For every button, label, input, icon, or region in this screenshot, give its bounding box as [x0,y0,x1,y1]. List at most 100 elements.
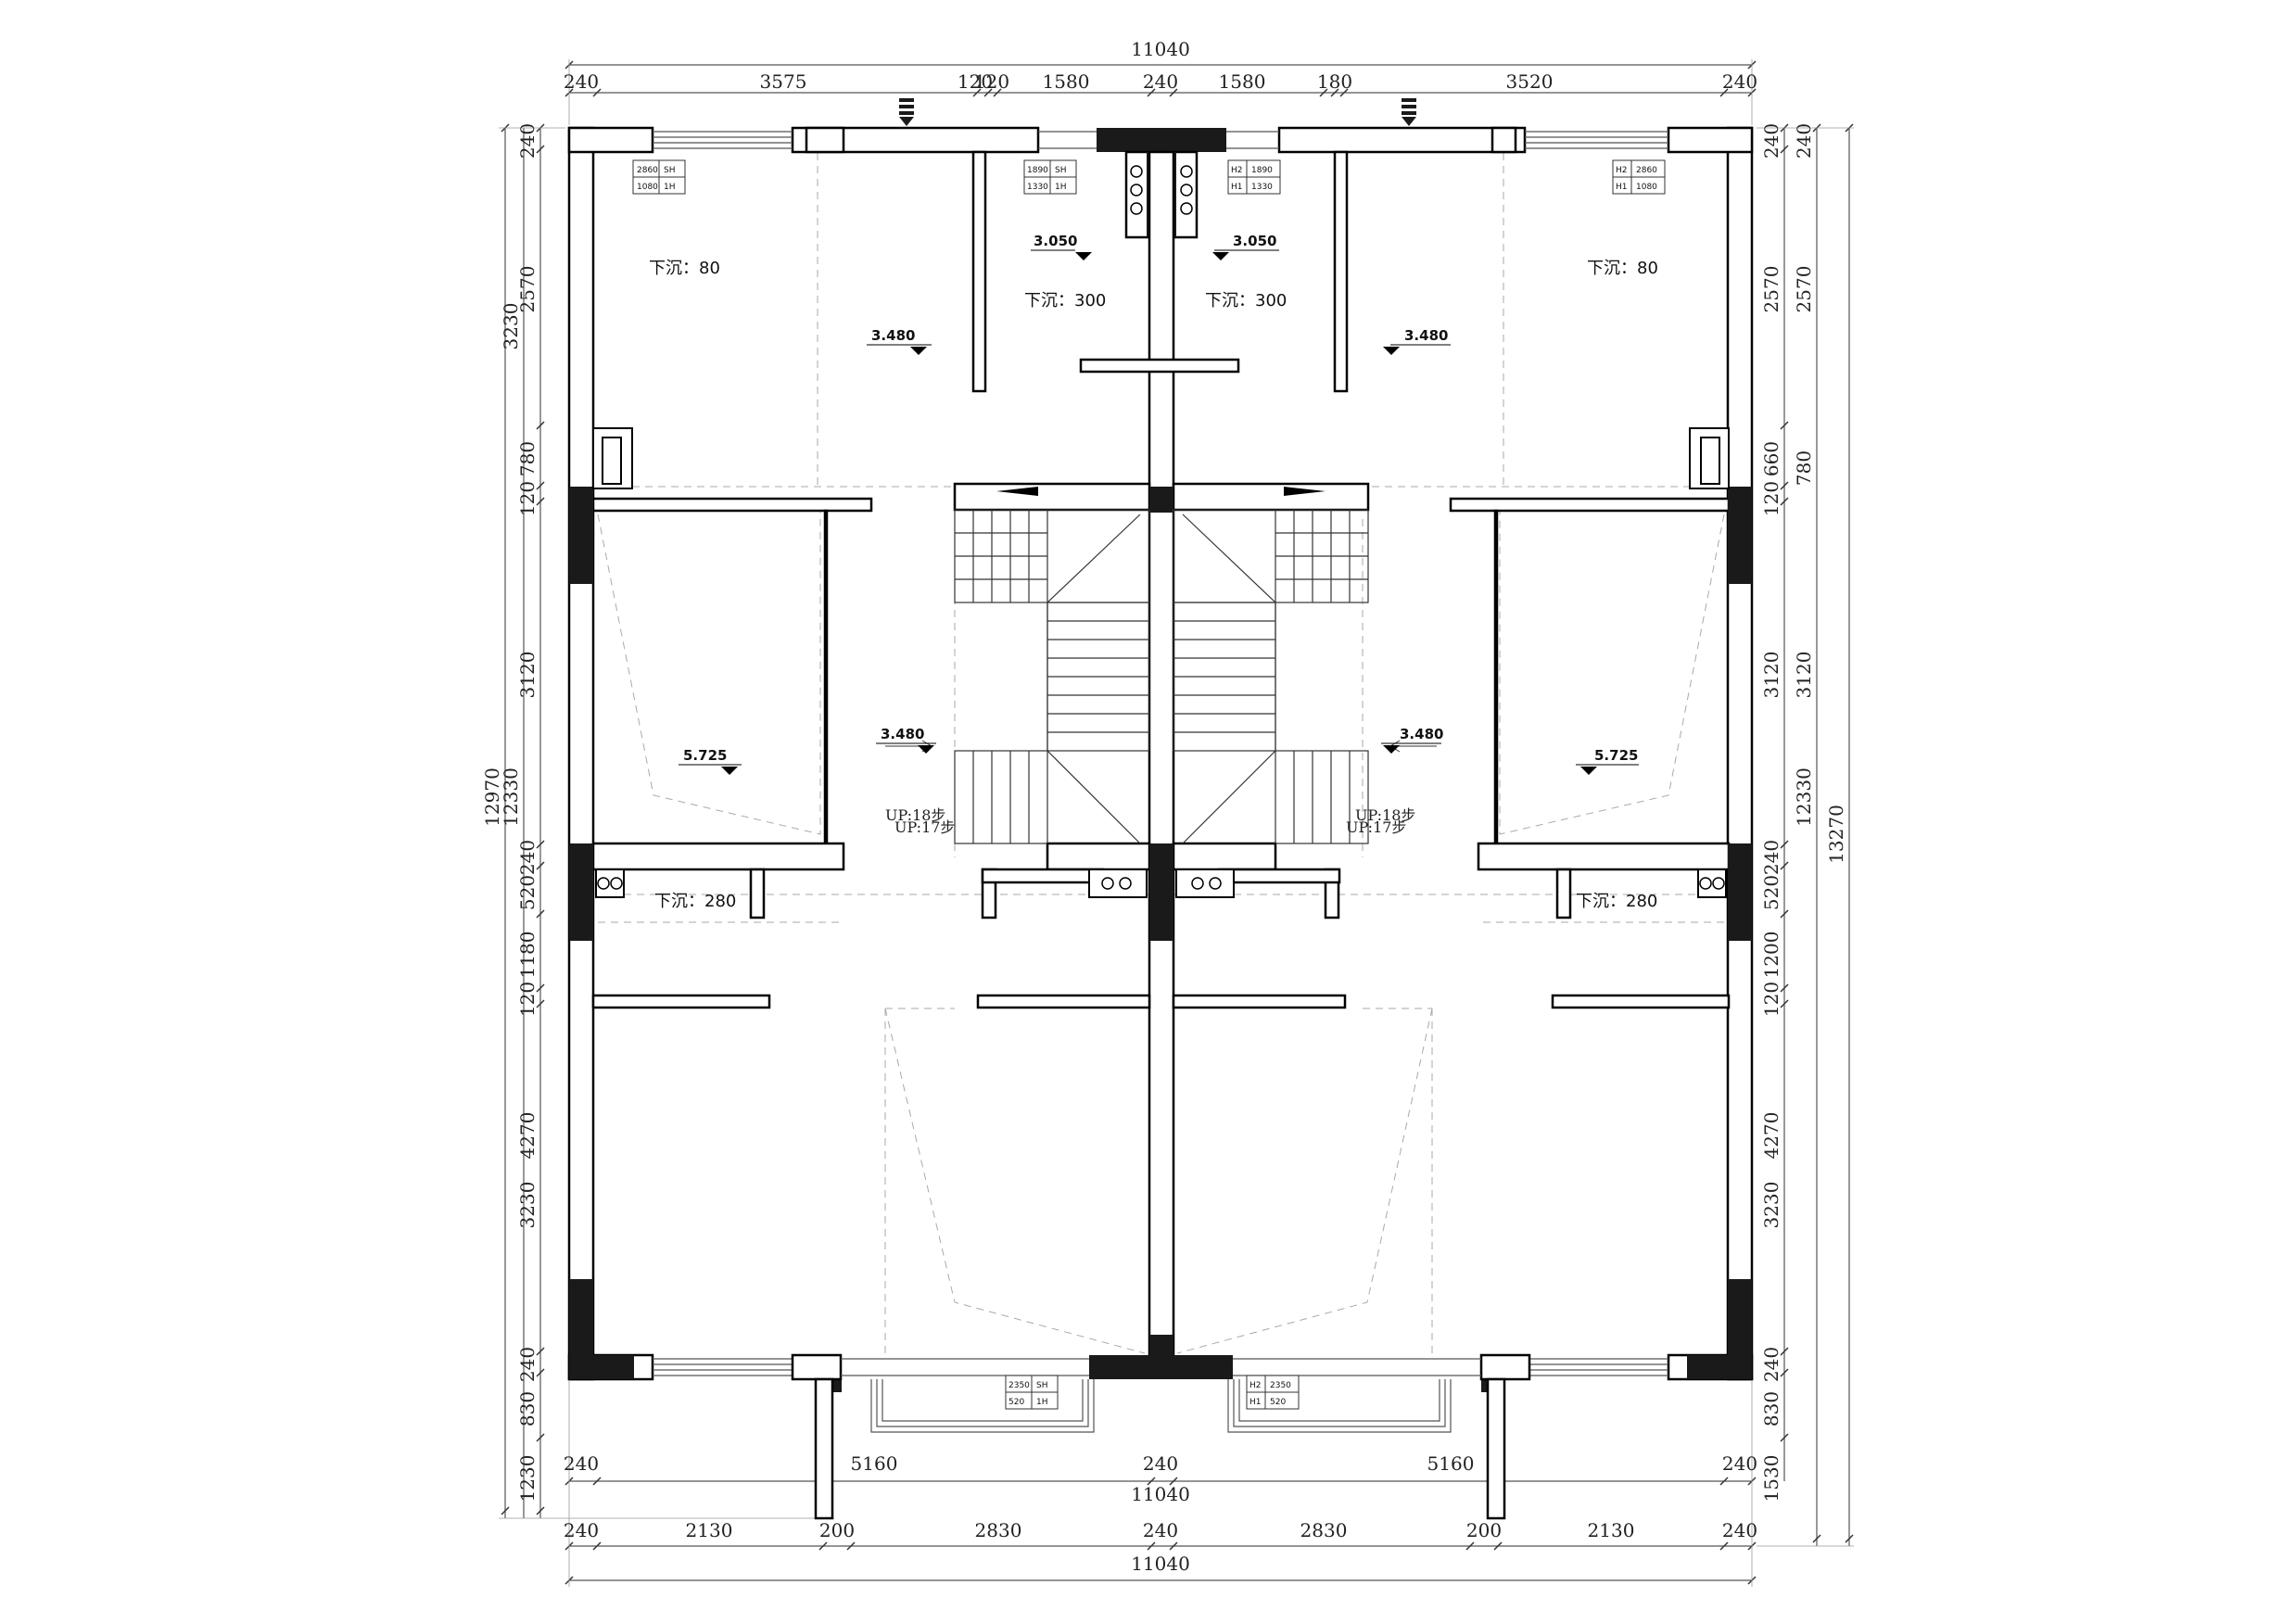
dim-top-seg: 1580 [1043,70,1090,93]
sink-note-mid-right: 下沉：280 [1576,892,1657,911]
dim-left: 4270 [516,1112,539,1160]
window-tag-w5: 2350 SH 520 1H [1005,1375,1059,1410]
svg-text:1H: 1H [664,183,676,192]
stair-up-left-2: UP:17步 [894,818,955,836]
dim-bottom: 240 [1143,1452,1178,1475]
svg-text:1890: 1890 [1027,166,1048,175]
dim-top-seg: 120 [974,70,1009,93]
left-dimension-text: 240 2570 3230 780 120 3120 12970 12330 2… [481,123,539,1503]
bay-walls [791,1353,1531,1520]
dim-left: 240 [516,123,539,158]
dim-bottom: 240 [1722,1452,1757,1475]
dim-right: 120 [1760,481,1782,516]
svg-text:1080: 1080 [637,183,658,192]
dim-left-mid: 12330 [500,767,522,827]
dim-bottom: 240 [1143,1519,1178,1541]
sinks [595,869,1727,898]
svg-text:H2: H2 [1231,166,1243,175]
sink-note-bath-left: 下沉：300 [1024,291,1106,311]
svg-text:1080: 1080 [1636,183,1657,192]
svg-text:3.480: 3.480 [871,327,915,344]
dim-total-bottom-2: 11040 [1131,1553,1190,1575]
party-wall [1148,150,1175,1359]
dim-right: 830 [1760,1391,1782,1426]
level-markers: 3.050 3.050 3.480 3.480 3.480 3.480 [679,233,1639,775]
svg-text:H2: H2 [1616,166,1628,175]
stair-arrows [996,487,1326,496]
dim-bottom: 2830 [975,1519,1022,1541]
dim-right: 120 [1760,982,1782,1017]
window-tag-w2: 1890 SH 1330 1H [1023,159,1077,195]
dim-top-seg: 240 [1722,70,1757,93]
svg-text:1H: 1H [1036,1398,1048,1407]
hidden-lines [593,153,1729,1354]
dim-right: 4270 [1760,1112,1782,1160]
dim-left: 3120 [516,652,539,699]
dim-top-seg: 180 [1317,70,1352,93]
stair-up-left: UP:18步 [885,806,945,824]
dim-top-seg: 1580 [1219,70,1266,93]
svg-text:1330: 1330 [1027,183,1048,192]
level-marker-upper-right: 3.480 [1383,327,1451,355]
dimension-lines [504,64,1850,1581]
svg-text:520: 520 [1008,1398,1024,1407]
dim-left: 1230 [516,1455,539,1503]
dim-bottom: 2130 [686,1519,733,1541]
svg-text:H1: H1 [1231,183,1243,192]
svg-text:SH: SH [1036,1381,1047,1390]
dim-right: 240 [1760,840,1782,875]
dim-top-seg: 3520 [1506,70,1554,93]
dim-left: 3230 [500,303,522,350]
svg-text:SH: SH [1055,166,1066,175]
right-dimension-text: 240 2570 660 120 3120 240 520 1200 120 4… [1760,123,1847,1503]
dim-left: 120 [516,982,539,1017]
dim-left: 3230 [516,1182,539,1229]
dim-left: 830 [516,1391,539,1426]
dim-bottom: 2130 [1588,1519,1635,1541]
svg-text:3.050: 3.050 [1034,233,1077,249]
dim-right: 1530 [1760,1455,1782,1503]
level-marker-room-right: 5.725 [1576,747,1639,775]
entry-markers [899,98,1416,126]
extension-lines [499,59,1854,1587]
svg-text:H2: H2 [1249,1381,1262,1390]
stair-notes: UP:18步 UP:17步 UP:18步 UP:17步 [885,806,1415,836]
stair-up-right: UP:18步 [1355,806,1415,824]
dim-right-2: 3120 [1793,652,1815,699]
dim-left: 1180 [516,932,539,979]
svg-text:SH: SH [664,166,675,175]
dim-right: 240 [1760,123,1782,158]
svg-text:2350: 2350 [1270,1381,1291,1390]
dim-right-2: 240 [1793,123,1815,158]
level-marker-mid-right: 3.480 [1381,726,1443,754]
svg-text:2350: 2350 [1008,1381,1030,1390]
dim-right-2: 780 [1793,450,1815,486]
dim-bottom: 2830 [1300,1519,1348,1541]
dim-left: 520 [516,875,539,910]
dim-total-bottom-1: 11040 [1131,1483,1190,1505]
svg-text:1330: 1330 [1251,183,1273,192]
dim-left-outer: 12970 [481,767,503,827]
dim-right: 3230 [1760,1182,1782,1229]
level-marker-upper-left: 3.480 [867,327,932,355]
dim-right: 3120 [1760,652,1782,699]
level-marker-room-left: 5.725 [679,747,742,775]
room-notes: 下沉：80 下沉：80 下沉：300 下沉：300 下沉：280 下沉：280 [649,259,1658,911]
staircases [954,509,1369,844]
svg-text:1H: 1H [1055,183,1067,192]
dim-bottom: 240 [564,1519,599,1541]
svg-text:H1: H1 [1616,183,1628,192]
dim-right: 520 [1760,875,1782,910]
dim-right: 240 [1760,1347,1782,1382]
level-marker-mid-left: 3.480 [876,726,936,754]
level-marker-top-left: 3.050 [1031,233,1092,260]
dim-bottom: 200 [1466,1519,1502,1541]
dim-total-top: 11040 [1131,38,1190,60]
svg-text:5.725: 5.725 [683,747,727,764]
svg-text:3.480: 3.480 [881,726,924,742]
